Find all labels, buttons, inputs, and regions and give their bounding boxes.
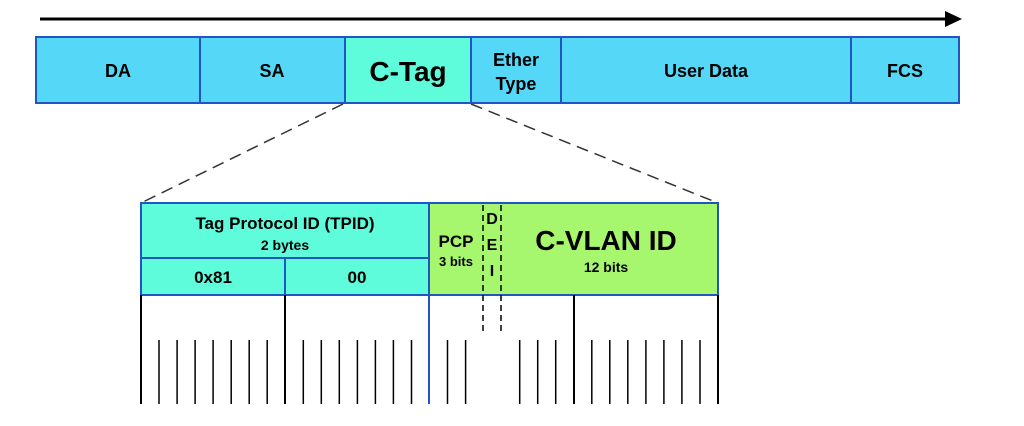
field-ethertype-label-1: Ether xyxy=(493,50,539,70)
field-fcs xyxy=(850,36,960,104)
expansion-line-right xyxy=(470,103,719,204)
dei-letter-d: D xyxy=(486,211,498,228)
tci-block xyxy=(428,202,719,296)
bit-ruler xyxy=(140,295,719,404)
field-da-label: DA xyxy=(105,61,131,81)
direction-arrow xyxy=(40,11,962,27)
field-ctag-label: C-Tag xyxy=(369,56,446,87)
tpid-byte-1 xyxy=(140,257,286,296)
field-sa-label: SA xyxy=(259,61,284,81)
field-ethertype-label-2: Type xyxy=(496,74,537,94)
pcp-size: 3 bits xyxy=(439,254,473,269)
dei-letter-e: E xyxy=(487,237,498,254)
tpid-byte-2-label: 00 xyxy=(348,268,367,287)
tpid-size: 2 bytes xyxy=(261,237,309,253)
vlan-id-size: 12 bits xyxy=(584,259,629,275)
field-sa xyxy=(199,36,346,104)
tpid-title: Tag Protocol ID (TPID) xyxy=(195,214,374,233)
field-ctag xyxy=(344,36,472,104)
bit-ticks xyxy=(158,340,701,404)
tpid-byte-2 xyxy=(284,257,430,296)
tpid-byte-1-label: 0x81 xyxy=(194,268,232,287)
dei-letter-i: I xyxy=(490,263,494,280)
vlan-id-title: C-VLAN ID xyxy=(535,225,677,256)
field-fcs-label: FCS xyxy=(887,61,923,81)
ctag-detail: Tag Protocol ID (TPID) 2 bytes 0x81 00 P… xyxy=(140,202,719,335)
pcp-label: PCP xyxy=(439,232,474,251)
expansion-line-left xyxy=(140,103,344,204)
expansion-lines xyxy=(140,103,719,204)
field-user-data-label: User Data xyxy=(664,61,749,81)
ethernet-frame: DA SA C-Tag Ether Type User Data FCS xyxy=(35,36,960,104)
